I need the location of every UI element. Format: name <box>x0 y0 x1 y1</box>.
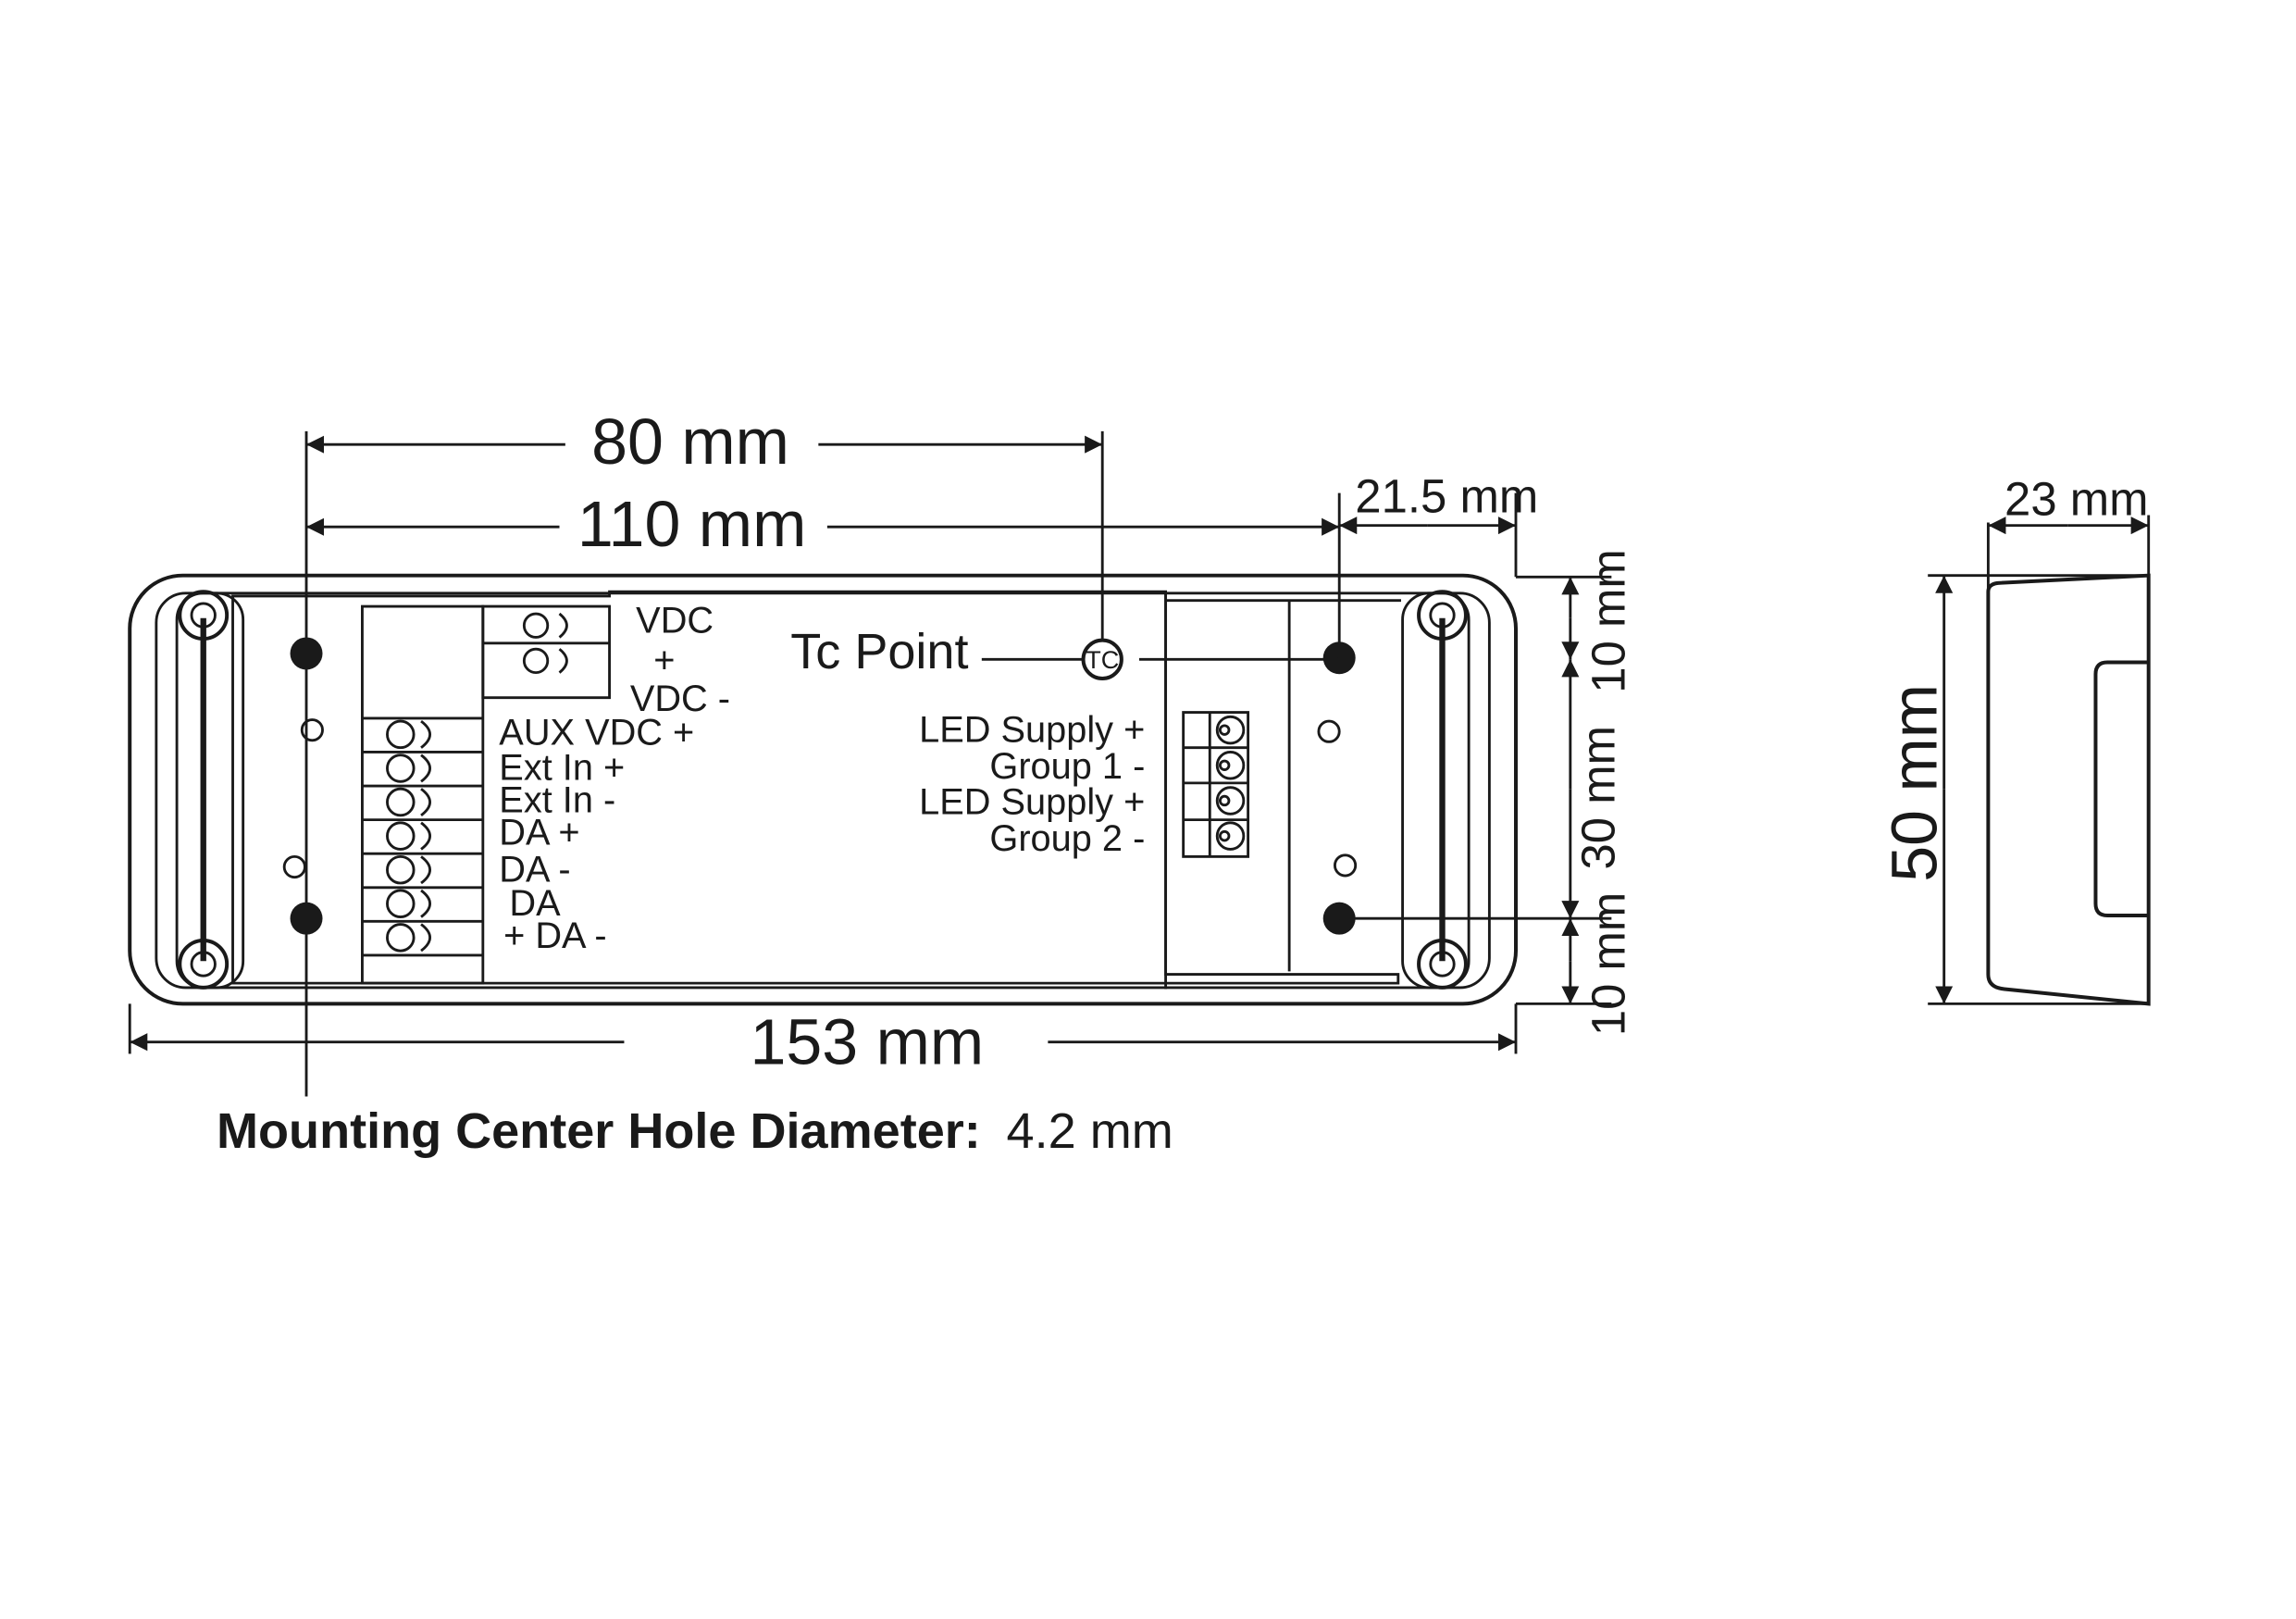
dimension-110mm-label: 110 mm <box>577 488 807 560</box>
mounting-hole-bottom-right <box>1322 902 1356 935</box>
dimension-10mm-top-label: 10 mm <box>1582 549 1635 692</box>
terminal-screw-icon <box>1215 821 1246 851</box>
housing-front-view <box>128 573 1518 1006</box>
housing-side-view <box>1928 515 2151 1006</box>
label-ext-in-plus: Ext In + <box>499 748 625 789</box>
label-aux-vdc-plus: AUX VDC + <box>499 713 694 753</box>
label-led-supply-plus-1: LED Supply + <box>919 709 1145 750</box>
terminal-screw-icon <box>386 787 431 817</box>
terminal-screw-icon <box>1215 751 1246 780</box>
label-da-minus: DA - <box>499 849 570 890</box>
left-terminal-block <box>361 604 611 985</box>
inner-board <box>231 590 1401 990</box>
right-end-cap <box>1401 590 1471 990</box>
mounting-hole-note-value: 4.2 mm <box>1007 1103 1173 1159</box>
dimension-30mm-label: 30 mm <box>1572 726 1625 869</box>
terminal-screw-icon <box>386 753 431 783</box>
label-vdc-plus: + <box>653 641 675 681</box>
right-terminal-block <box>1182 711 1250 858</box>
tc-point-label: Tc Point <box>790 624 968 679</box>
terminal-screw-icon <box>1215 715 1246 745</box>
dimension-50mm-label: 50 mm <box>1879 684 1951 882</box>
dimension-21-5mm: 21.5 mm <box>1339 469 1538 535</box>
label-vdc: VDC <box>636 601 714 641</box>
label-ext-in-minus: Ext In - <box>499 780 615 821</box>
top-terminal-labels: VDC + VDC - <box>630 601 730 719</box>
label-plus-da-minus: + DA - <box>503 915 607 956</box>
dimension-153mm-label: 153 mm <box>750 1006 984 1078</box>
extension-lines <box>128 430 1612 1097</box>
terminal-screw-icon <box>386 821 431 851</box>
dimension-50mm: 50 mm <box>1879 575 1954 1004</box>
label-group-2-minus: Group 2 - <box>989 818 1145 859</box>
tc-symbol-text: TC <box>1086 646 1119 674</box>
label-led-supply-plus-2: LED Supply + <box>919 781 1145 822</box>
dimension-21-5mm-label: 21.5 mm <box>1355 469 1538 522</box>
label-da: DA <box>509 883 561 924</box>
left-terminal-labels: AUX VDC + Ext In + Ext In - DA + DA - DA… <box>499 713 694 956</box>
right-terminal-labels: LED Supply + Group 1 - LED Supply + Grou… <box>919 709 1145 859</box>
dimension-23mm: 23 mm <box>1988 473 2149 535</box>
dimension-153mm: 153 mm <box>130 1006 1516 1078</box>
terminal-screw-icon <box>386 889 431 919</box>
label-da-plus: DA + <box>499 813 579 853</box>
mounting-hole-note-title: Mounting Center Hole Diameter: <box>217 1103 981 1159</box>
terminal-screw-icon <box>386 854 431 885</box>
left-end-cap <box>175 590 245 990</box>
label-group-1-minus: Group 1 - <box>989 746 1145 787</box>
dimension-80mm-label: 80 mm <box>591 405 789 478</box>
small-holes <box>282 718 1358 879</box>
label-vdc-minus: VDC - <box>630 679 730 719</box>
dimension-80mm: 80 mm <box>306 405 1103 478</box>
dimension-vertical-stack: 10 mm 30 mm 10 mm <box>1561 549 1635 1036</box>
dimension-10mm-bottom-label: 10 mm <box>1582 892 1635 1036</box>
terminal-screw-icon <box>1215 786 1246 816</box>
dimension-110mm: 110 mm <box>306 488 1340 560</box>
terminal-screw-icon <box>386 719 431 750</box>
dimension-23mm-label: 23 mm <box>2004 473 2148 526</box>
mounting-hole-note: Mounting Center Hole Diameter: 4.2 mm <box>217 1103 1173 1159</box>
tc-point: TC Tc Point <box>790 624 1340 680</box>
terminal-screw-icon <box>386 923 431 953</box>
